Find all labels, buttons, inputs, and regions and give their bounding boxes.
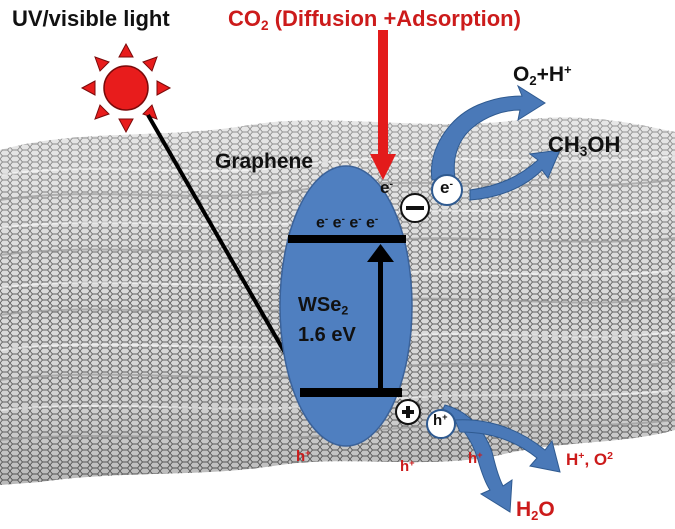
o-sup: 2 bbox=[607, 450, 613, 462]
electron-sup: - bbox=[375, 214, 378, 225]
bandgap-label: 1.6 eV bbox=[298, 324, 356, 347]
o-text: , O bbox=[584, 450, 607, 469]
electron-letter: e bbox=[366, 214, 375, 231]
electron-letter: e bbox=[349, 214, 358, 231]
light-label: UV/visible light bbox=[12, 6, 170, 32]
methanol-label: CH3OH bbox=[548, 132, 620, 159]
o2-sub: 2 bbox=[529, 73, 536, 88]
hole-letter: h bbox=[296, 448, 305, 465]
h2o-h: H bbox=[516, 498, 531, 521]
hole-letter: h bbox=[468, 450, 477, 467]
electron-row: e- e- e- e- bbox=[316, 214, 378, 232]
wse2-label: WSe2 bbox=[298, 294, 348, 318]
co2-label: CO2 (Diffusion +Adsorption) bbox=[228, 6, 521, 33]
graphene-label: Graphene bbox=[215, 150, 313, 174]
electron-letter: e bbox=[333, 214, 342, 231]
valence-band bbox=[300, 388, 402, 397]
electron-sup: - bbox=[342, 214, 345, 225]
light-text: UV/visible light bbox=[12, 6, 170, 31]
electron-sup: - bbox=[449, 178, 453, 190]
h-text: H bbox=[566, 450, 578, 469]
co2-suffix: (Diffusion +Adsorption) bbox=[269, 6, 521, 31]
hole-label-3: h+ bbox=[468, 450, 483, 467]
electron-label-2: e- bbox=[440, 178, 453, 198]
conduction-band bbox=[288, 235, 406, 243]
hole-sup: + bbox=[409, 458, 414, 468]
electron-label-1: e- bbox=[380, 178, 393, 198]
co2-arrow bbox=[370, 30, 396, 180]
hole-sup: + bbox=[305, 448, 310, 458]
o2-hplus-label: O2+H+ bbox=[513, 62, 572, 88]
co2-text: CO bbox=[228, 6, 261, 31]
wse-text: WSe bbox=[298, 294, 341, 316]
o2-text: O bbox=[513, 63, 529, 86]
water-label: H2O bbox=[516, 498, 555, 523]
electron-letter: e bbox=[316, 214, 325, 231]
h2o-o: O bbox=[538, 498, 554, 521]
hplus-sup: + bbox=[564, 62, 572, 77]
electron-sup: - bbox=[325, 214, 328, 225]
hplus-text: +H bbox=[537, 63, 564, 86]
hole-label-badge: h+ bbox=[433, 412, 448, 429]
hole-sup: + bbox=[477, 450, 482, 460]
co2-sub: 2 bbox=[261, 18, 269, 33]
hole-label-2: h+ bbox=[400, 458, 415, 475]
ch-text: CH bbox=[548, 132, 580, 157]
electron-sup: - bbox=[358, 214, 361, 225]
hole-label-1: h+ bbox=[296, 448, 311, 465]
hole-letter: h bbox=[433, 412, 442, 429]
bandgap-text: 1.6 eV bbox=[298, 324, 356, 346]
sun-icon bbox=[82, 44, 170, 132]
hole-sup: + bbox=[442, 412, 447, 422]
hole-letter: h bbox=[400, 458, 409, 475]
graphene-text: Graphene bbox=[215, 150, 313, 173]
oh-text: OH bbox=[587, 132, 620, 157]
wse2-sub: 2 bbox=[341, 304, 348, 318]
electron-sup: - bbox=[389, 178, 393, 190]
hplus-o2-label: H+, O2 bbox=[566, 450, 613, 470]
